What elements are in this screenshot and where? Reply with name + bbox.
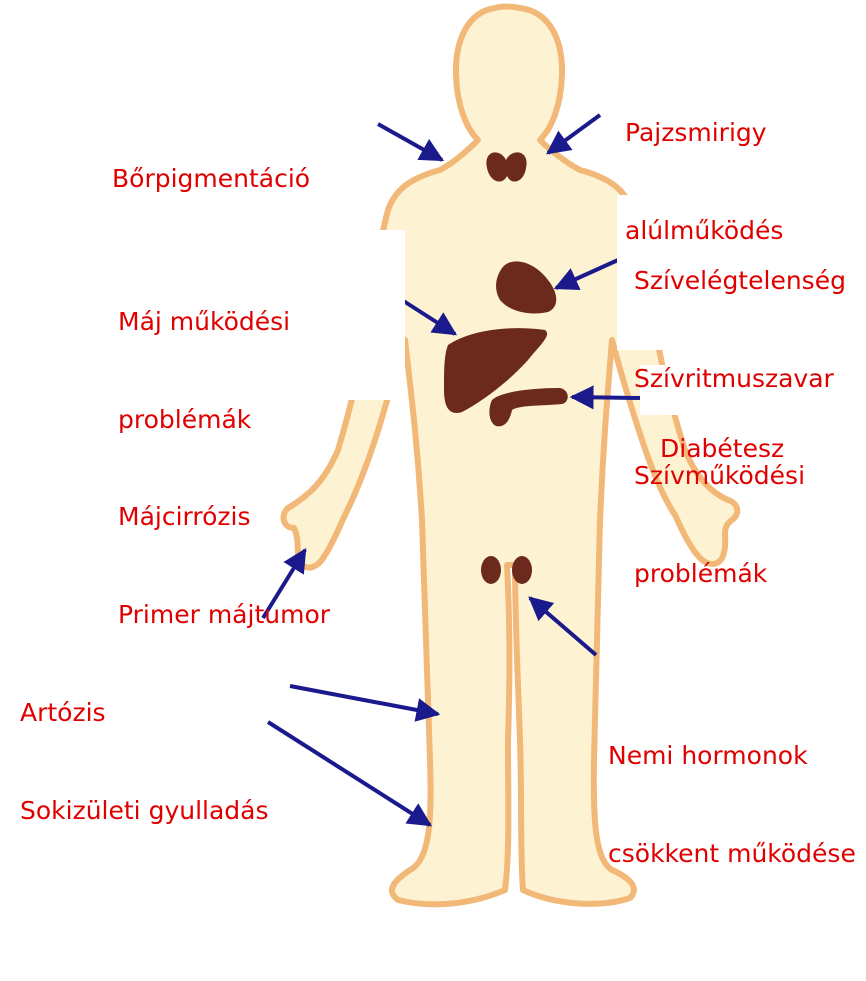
heart-label-line-4: problémák bbox=[634, 558, 846, 591]
liver-label: Máj működési problémák Májcirrózis Prime… bbox=[118, 241, 330, 696]
joints-label-line-2: Sokizületi gyulladás bbox=[20, 795, 269, 828]
liver-label-line-4: Primer májtumor bbox=[118, 599, 330, 632]
gonads-label-line-2: csökkent működése bbox=[608, 838, 856, 871]
skin-label: Bőrpigmentáció bbox=[112, 98, 310, 261]
gonads-label: Nemi hormonok csökkent működése bbox=[608, 675, 856, 935]
liver-label-line-2: problémák bbox=[118, 404, 330, 437]
arrow-skin bbox=[378, 124, 442, 160]
left-gonad-shape bbox=[481, 556, 501, 584]
gonads-label-line-1: Nemi hormonok bbox=[608, 740, 856, 773]
pancreas-label: Diabétesz bbox=[660, 368, 784, 531]
liver-label-line-3: Májcirrózis bbox=[118, 501, 330, 534]
liver-label-line-1: Máj működési bbox=[118, 306, 330, 339]
arrow-pancreas bbox=[572, 397, 640, 398]
skin-label-line-1: Bőrpigmentáció bbox=[112, 163, 310, 196]
thyroid-label-line-1: Pajzsmirigy bbox=[625, 117, 783, 150]
heart-label-line-1: Szívelégtelenség bbox=[634, 265, 846, 298]
pancreas-label-line-1: Diabétesz bbox=[660, 433, 784, 466]
joints-label: Artózis Sokizületi gyulladás bbox=[20, 632, 269, 892]
right-gonad-shape bbox=[512, 556, 532, 584]
joints-label-line-1: Artózis bbox=[20, 697, 269, 730]
arrow-ankle bbox=[268, 722, 430, 825]
